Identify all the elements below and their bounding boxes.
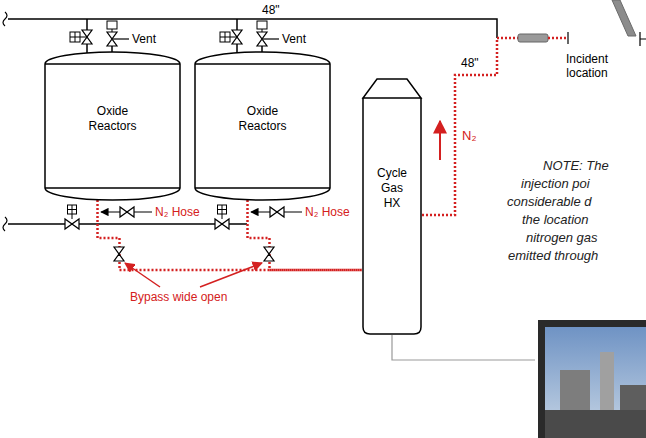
hose-label: N₂ Hose [305,205,350,219]
node-label: Oxide Reactors [88,104,136,134]
drain-line [392,335,535,360]
handwheel-cross [220,32,236,42]
pipe-end [567,32,568,44]
vent-label: Vent [132,32,156,46]
incident-pipe [612,0,636,36]
status-callout: Bypass wide open [130,290,227,304]
valve-actuator [107,21,117,29]
note-text: injection poi [521,176,590,192]
vent-line [263,38,279,39]
hose-valve [270,207,284,217]
vessel-shape [45,52,180,200]
valve-actuator [257,21,267,29]
bypass-valve [114,247,124,261]
pipe-end [640,32,646,46]
pipe-break [3,217,7,231]
handwheel-cross [218,205,227,219]
vent-line [113,38,129,39]
block-valve [65,219,79,229]
photo-sky [545,327,646,438]
node-label: Cycle Gas HX [377,166,407,211]
nitrogen-flow-line [548,37,568,40]
note-text: the location [522,212,589,228]
pipe-size: 48" [461,56,479,70]
pointer-arrow [200,263,262,287]
block-valve [215,219,229,229]
location-label: Incident location [566,52,608,81]
pipe-spool [518,34,548,42]
note-text: nitrogen gas [526,230,598,246]
handwheel-cross [68,205,77,219]
handwheel-cross [70,32,86,42]
pointer-arrow [125,263,160,287]
heat-exchanger: Cycle Gas HX [362,78,422,335]
reactor-vessel: Oxide Reactors [195,52,330,200]
vessel-shape [363,79,421,334]
vent-label: Vent [282,32,306,46]
hose-label: N₂ Hose [155,205,200,219]
pipe-size: 48" [262,3,280,17]
photo-frame [538,320,646,438]
hose-valve [120,207,134,217]
vessel-shape [195,52,330,200]
note-text: emitted through [508,248,598,264]
bypass-valve [264,247,274,261]
flow-arrow [439,121,441,160]
note-text: NOTE: The [543,158,609,174]
reactor-vessel: Oxide Reactors [45,52,180,200]
note-text: considerable d [507,194,592,210]
nitrogen-flow-line [248,200,363,270]
gas-label: N₂ [462,128,476,144]
nitrogen-flow-line [422,38,518,215]
photo-ground [545,410,646,438]
header-pipe [8,19,497,38]
header-pipe [8,223,247,225]
pipe-break [3,12,7,26]
nitrogen-flow-line [98,200,363,270]
node-label: Oxide Reactors [238,104,286,134]
